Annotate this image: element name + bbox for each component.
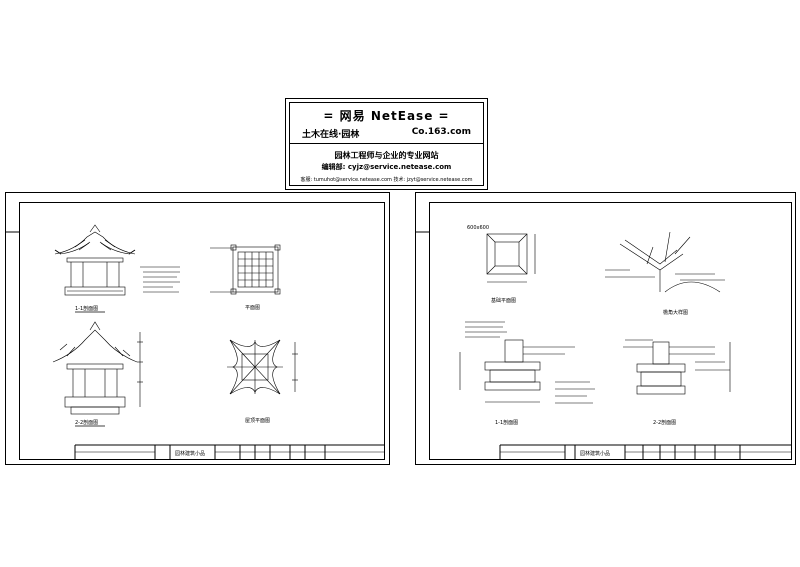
section-2-label: 2-2剖面图 [653, 419, 676, 426]
right-drawing-sheet: 园林建筑小品 600x600 基础平面图 檐角大样图 1-1剖面图 [415, 192, 796, 465]
eave-detail [605, 231, 725, 293]
stamp-divider [290, 143, 483, 144]
stamp-contact-line: 客服: tumuhot@service.netease.com 技术: jzyt… [300, 177, 473, 183]
footing-section-2 [623, 339, 731, 395]
footing-plan [486, 233, 536, 283]
left-roof-label: 屋顶平面图 [245, 418, 270, 424]
left-title-block-name: 园林建筑小品 [175, 450, 205, 457]
pavilion-roof-plan [227, 339, 298, 395]
right-title-block: 园林建筑小品 [499, 444, 792, 460]
stamp-editor-line: 编辑部: cyjz@service.netease.com [321, 163, 452, 171]
left-drawing-sheet: 园林建筑小品 1-1剖面图 2-2剖面图 [5, 192, 390, 465]
pavilion-section [52, 321, 143, 415]
stamp-right-subtitle: Co.163.com [411, 127, 471, 137]
section-1-label: 1-1剖面图 [495, 419, 518, 426]
stamp-slogan: 园林工程师与企业的专业网站 [334, 151, 439, 160]
source-stamp: = 网易 NetEase = 土木在线·园林 Co.163.com 园林工程师与… [285, 98, 488, 190]
footing-dim-label: 600x600 [467, 225, 489, 231]
left-title-block: 园林建筑小品 [74, 444, 385, 460]
stamp-inner-frame: = 网易 NetEase = 土木在线·园林 Co.163.com 园林工程师与… [289, 102, 484, 186]
eave-detail-label: 檐角大样图 [663, 309, 688, 316]
stamp-left-subtitle: 土木在线·园林 [302, 130, 360, 140]
pavilion-elevation [54, 224, 136, 296]
pavilion-plan [210, 244, 281, 295]
left-elev-label: 1-1剖面图 [75, 305, 98, 312]
left-section-label: 2-2剖面图 [75, 419, 98, 426]
footing-plan-label: 基础平面图 [491, 297, 516, 304]
stamp-title: = 网易 NetEase = [323, 109, 450, 123]
right-title-block-name: 园林建筑小品 [580, 450, 610, 457]
left-plan-label: 平面图 [245, 305, 260, 311]
footing-section-1 [459, 321, 595, 404]
left-notes-lines [140, 266, 180, 293]
